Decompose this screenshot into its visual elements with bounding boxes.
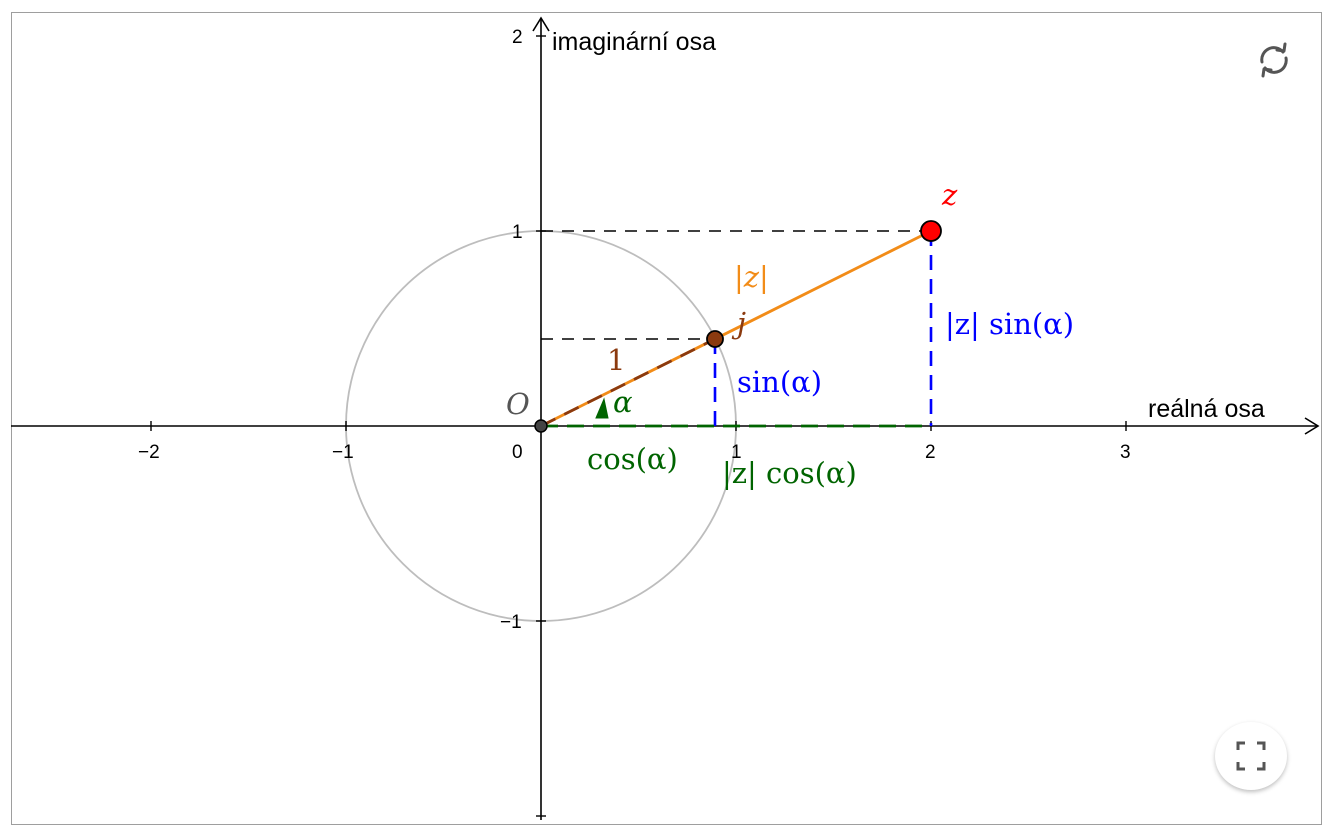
unit-segment <box>540 337 716 428</box>
refresh-icon <box>1260 42 1288 78</box>
fullscreen-icon <box>1236 741 1266 771</box>
label-abs-z-cos: |z| cos(α) <box>722 456 857 490</box>
label-j: j <box>731 306 746 340</box>
x-axis-label: reálná osa <box>1148 395 1265 423</box>
label-alpha: α <box>613 385 633 419</box>
graphics-view[interactable] <box>11 12 1322 825</box>
y-axis-label: imaginární osa <box>552 28 716 56</box>
point-j[interactable] <box>706 330 724 348</box>
x-axis-arrow <box>1304 417 1320 435</box>
x-tick-label: 0 <box>512 442 523 463</box>
point-z[interactable] <box>920 220 942 242</box>
y-tick-label: 2 <box>512 27 523 48</box>
x-tick-label: 2 <box>925 442 936 463</box>
label-abs-z: |z| <box>734 260 769 294</box>
label-abs-z-sin: |z| sin(α) <box>945 307 1074 341</box>
y-tick-label: −1 <box>500 612 522 633</box>
x-tick-label: 3 <box>1120 442 1131 463</box>
fullscreen-button[interactable] <box>1215 722 1287 790</box>
x-tick-label: −2 <box>138 442 160 463</box>
label-sin: sin(α) <box>737 365 822 399</box>
label-origin: O <box>506 387 530 421</box>
label-unit: 1 <box>607 343 625 377</box>
reset-button[interactable] <box>1248 36 1300 84</box>
segment-oz <box>540 229 932 428</box>
x-tick-label: 1 <box>731 442 742 463</box>
y-tick-label: 1 <box>512 222 523 243</box>
x-tick-label: −1 <box>332 442 354 463</box>
angle-alpha-wedge <box>595 397 609 419</box>
point-origin[interactable] <box>534 419 548 433</box>
label-cos: cos(α) <box>587 442 678 476</box>
y-axis-arrow <box>532 16 550 32</box>
label-z: z <box>941 178 958 212</box>
